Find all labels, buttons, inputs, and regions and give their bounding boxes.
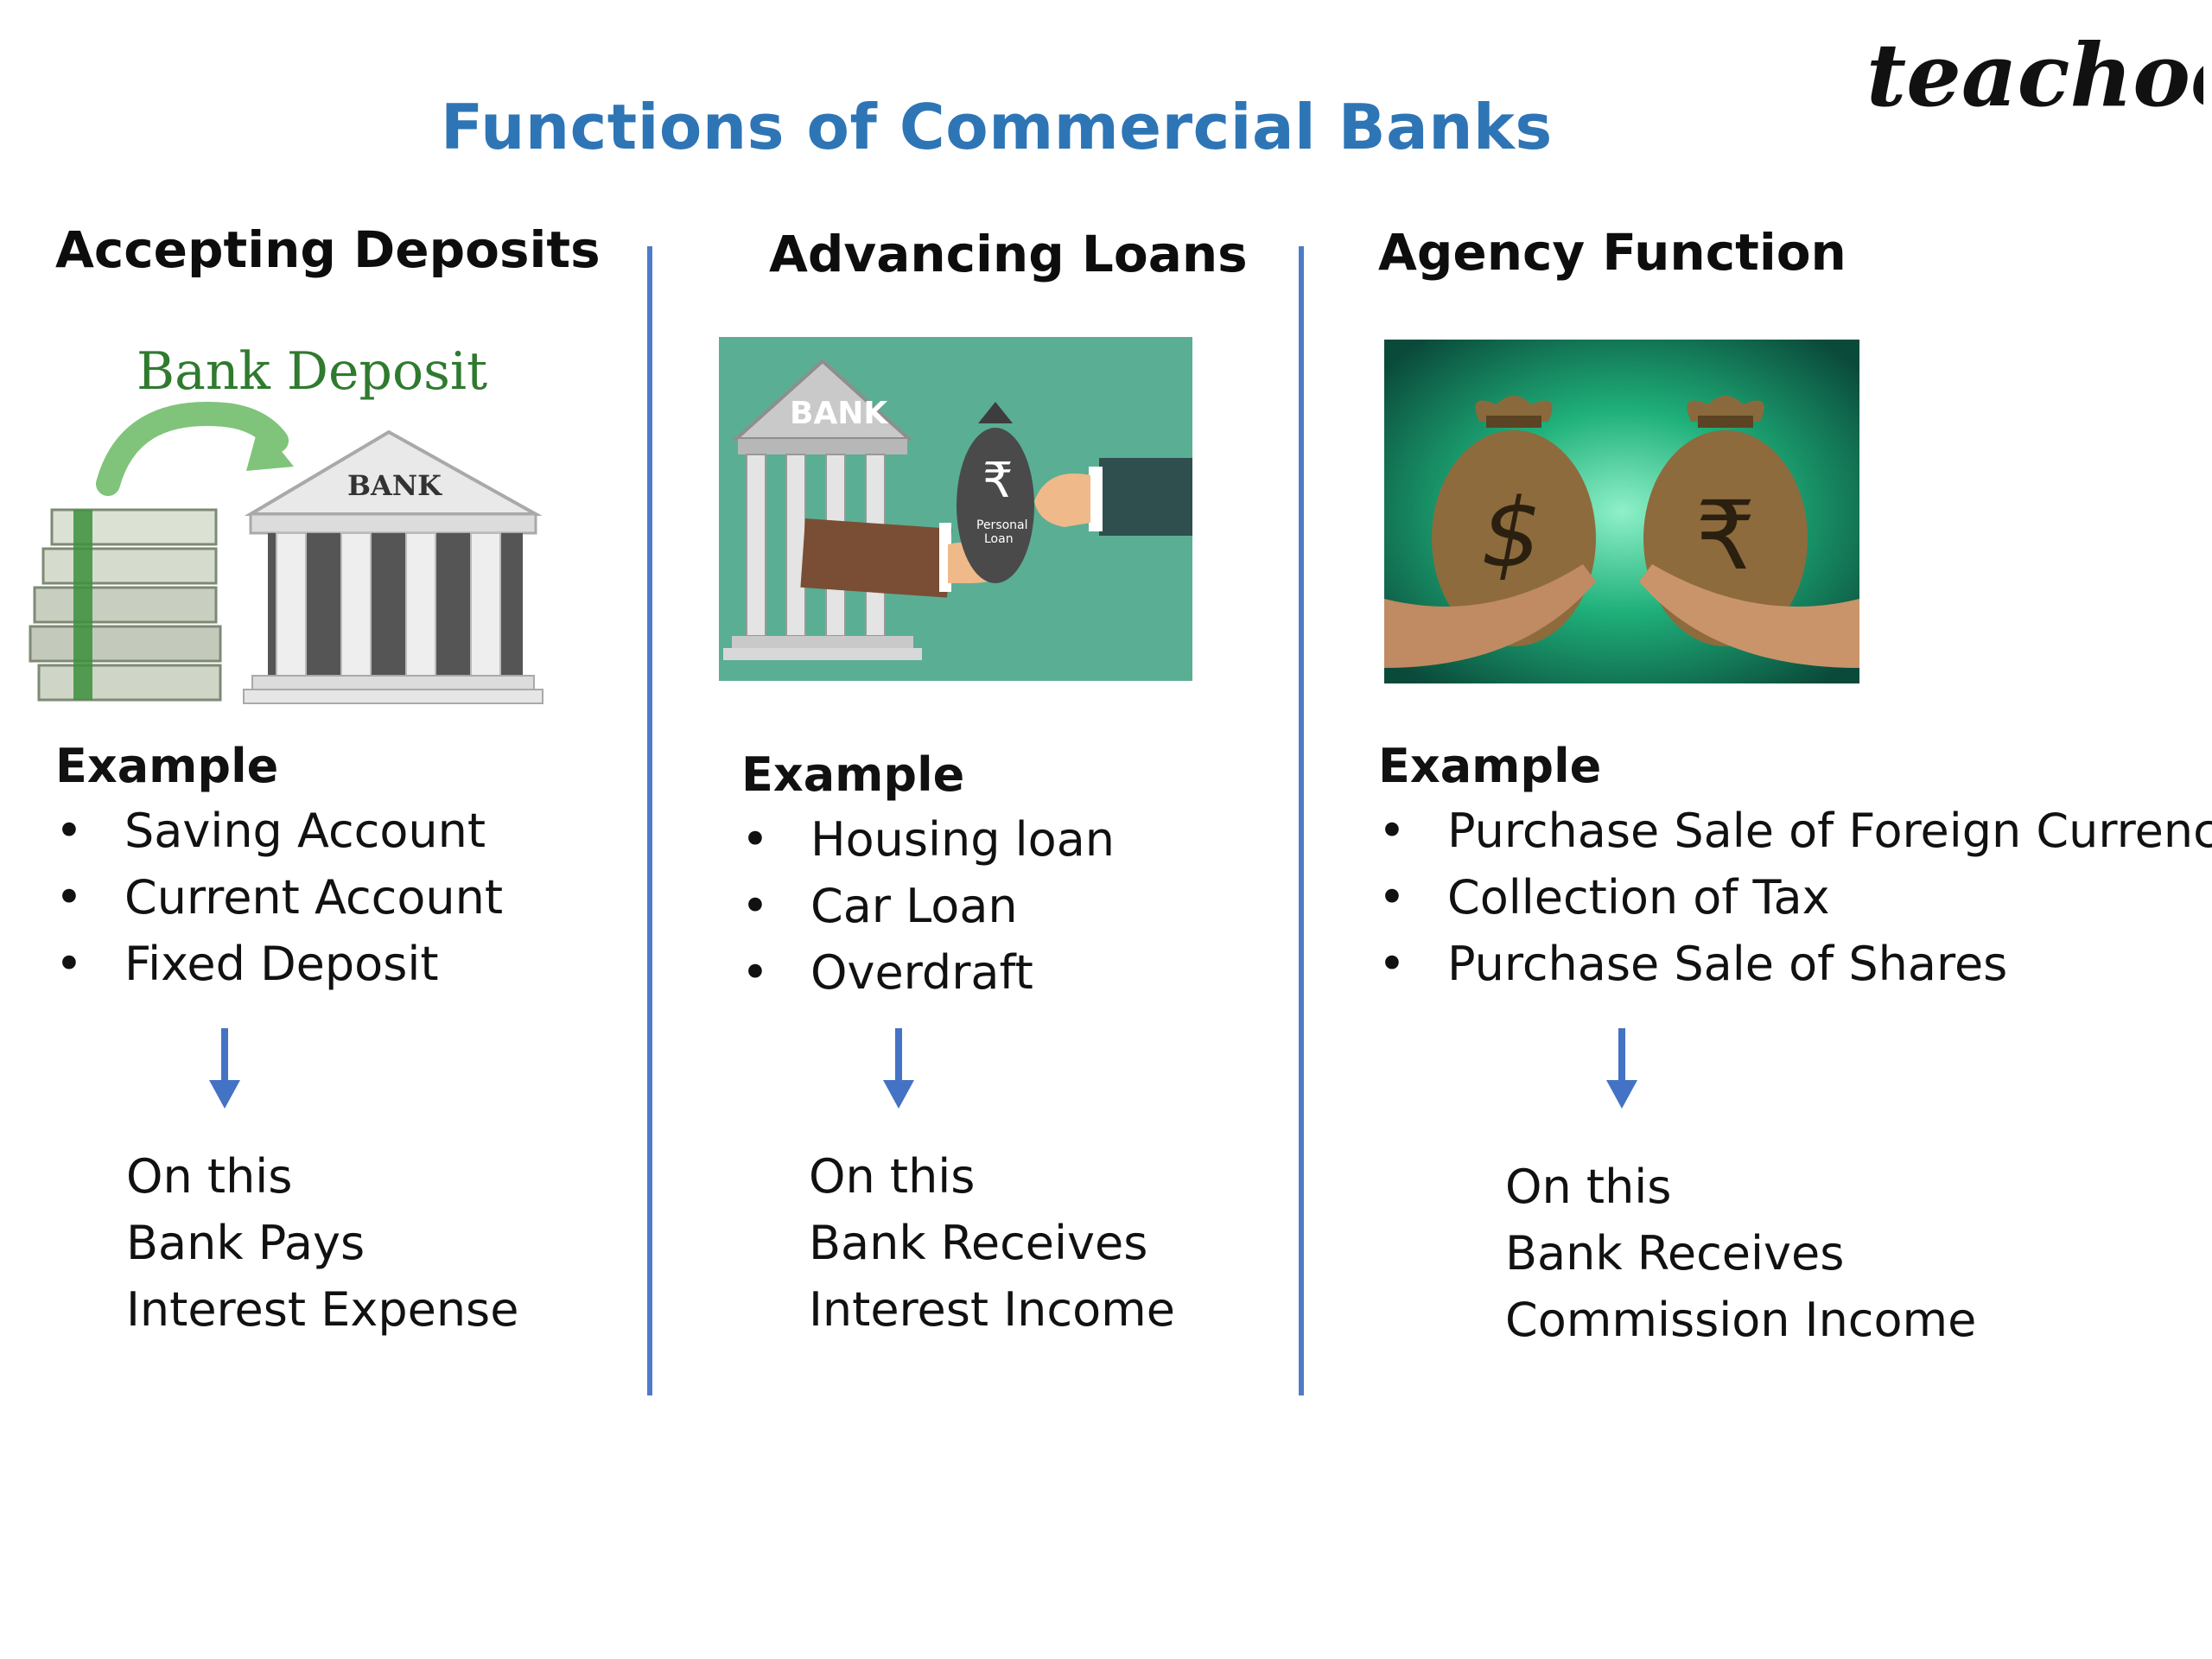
result-text: On this Bank Receives Commission Income	[1505, 1160, 1977, 1347]
column-heading: Accepting Deposits	[55, 220, 601, 279]
personal-loan-illustration: BANK ₹ Personal Loan	[719, 337, 1192, 681]
bag-label-line-1: Personal	[976, 518, 1028, 532]
bank-building-icon: BANK	[243, 429, 543, 704]
bullet-icon: •	[55, 804, 83, 858]
currency-exchange-illustration: $ ₹	[1384, 340, 1859, 683]
column-heading: Advancing Loans	[769, 225, 1248, 283]
column-divider-1	[647, 246, 652, 1395]
list-item: •Overdraft	[741, 939, 1115, 1006]
result-text: On this Bank Receives Interest Income	[809, 1149, 1175, 1337]
currency-icon: ₹	[982, 453, 1014, 509]
arrow-down-icon	[883, 1028, 914, 1109]
column-divider-2	[1299, 246, 1304, 1395]
list-item: •Fixed Deposit	[55, 931, 503, 997]
column-heading: Agency Function	[1378, 223, 1847, 282]
list-item: •Current Account	[55, 864, 503, 931]
teachoo-logo: teachoo	[1866, 26, 2203, 126]
page-title: Functions of Commercial Banks	[441, 91, 1553, 163]
bullet-icon: •	[741, 945, 769, 1000]
list-item: •Car Loan	[741, 873, 1115, 939]
bullet-icon: •	[1378, 937, 1406, 991]
bullet-icon: •	[55, 870, 83, 925]
list-item: •Purchase Sale of Shares	[1378, 931, 2212, 997]
example-label: Example	[741, 747, 965, 802]
bullet-icon: •	[741, 812, 769, 867]
bank-label: BANK	[347, 469, 442, 502]
bullet-icon: •	[741, 879, 769, 933]
money-stack-icon	[29, 508, 222, 702]
example-list: •Saving Account •Current Account •Fixed …	[55, 798, 503, 997]
list-item: •Purchase Sale of Foreign Currency	[1378, 798, 2212, 864]
arrow-down-icon	[1606, 1028, 1637, 1109]
bullet-icon: •	[1378, 870, 1406, 925]
example-list: •Purchase Sale of Foreign Currency •Coll…	[1378, 798, 2212, 997]
list-item: •Saving Account	[55, 798, 503, 864]
currency-rupee: ₹	[1695, 480, 1756, 591]
example-list: •Housing loan •Car Loan •Overdraft	[741, 806, 1115, 1006]
money-bag-icon: ₹ Personal Loan	[957, 402, 1034, 583]
arrow-down-icon	[209, 1028, 240, 1109]
image-caption: Bank Deposit	[137, 341, 487, 402]
example-label: Example	[1378, 739, 1602, 793]
list-item: •Housing loan	[741, 806, 1115, 873]
logo-text: teachoo	[1866, 26, 2203, 126]
bullet-icon: •	[55, 937, 83, 991]
bank-deposit-illustration: Bank Deposit BANK	[29, 341, 543, 704]
result-text: On this Bank Pays Interest Expense	[126, 1149, 519, 1337]
currency-dollar: $	[1481, 478, 1541, 588]
bank-label: BANK	[790, 396, 888, 431]
list-item: •Collection of Tax	[1378, 864, 2212, 931]
bullet-icon: •	[1378, 804, 1406, 858]
bag-label-line-2: Loan	[984, 532, 1014, 546]
example-label: Example	[55, 739, 279, 793]
